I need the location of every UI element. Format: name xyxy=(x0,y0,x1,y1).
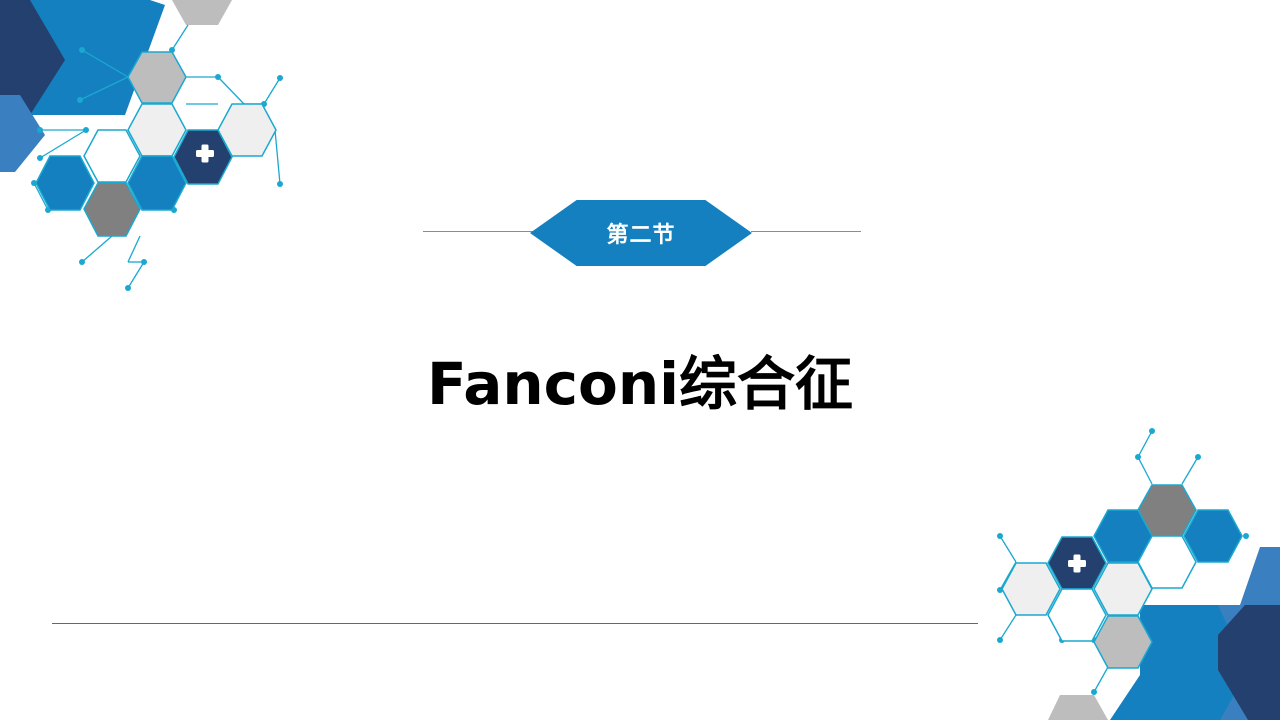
section-header: 第二节 xyxy=(423,198,861,268)
hex-cell xyxy=(83,182,141,237)
hex-cell xyxy=(35,155,95,211)
large-navy-shape xyxy=(1218,605,1280,720)
small-blue-shape xyxy=(0,95,45,172)
hex-cell xyxy=(1047,588,1107,642)
section-divider-right xyxy=(751,231,861,232)
hex-cell xyxy=(1183,509,1243,563)
hex-cell xyxy=(1001,562,1061,616)
hex-cell xyxy=(127,51,187,104)
hexagon-decoration-bottom-right xyxy=(997,428,1280,720)
hex-cell xyxy=(127,155,187,211)
hex-cell xyxy=(1093,615,1153,669)
top-gray-hex xyxy=(172,0,232,25)
bottom-gray-hex xyxy=(1048,695,1108,720)
slide-title: Fanconi综合征 xyxy=(426,350,854,418)
section-divider-left xyxy=(423,231,533,232)
section-label: 第二节 xyxy=(530,200,752,266)
bottom-divider xyxy=(52,623,978,624)
hexagon-decoration-top-left xyxy=(0,0,283,291)
hex-cell xyxy=(83,129,141,183)
hex-cell xyxy=(1137,535,1197,589)
hex-cell xyxy=(1093,562,1153,616)
medical-cross-icon xyxy=(196,144,214,163)
medical-cross-icon xyxy=(1068,554,1086,573)
hex-cell xyxy=(127,103,187,157)
large-navy-shape xyxy=(0,0,65,115)
